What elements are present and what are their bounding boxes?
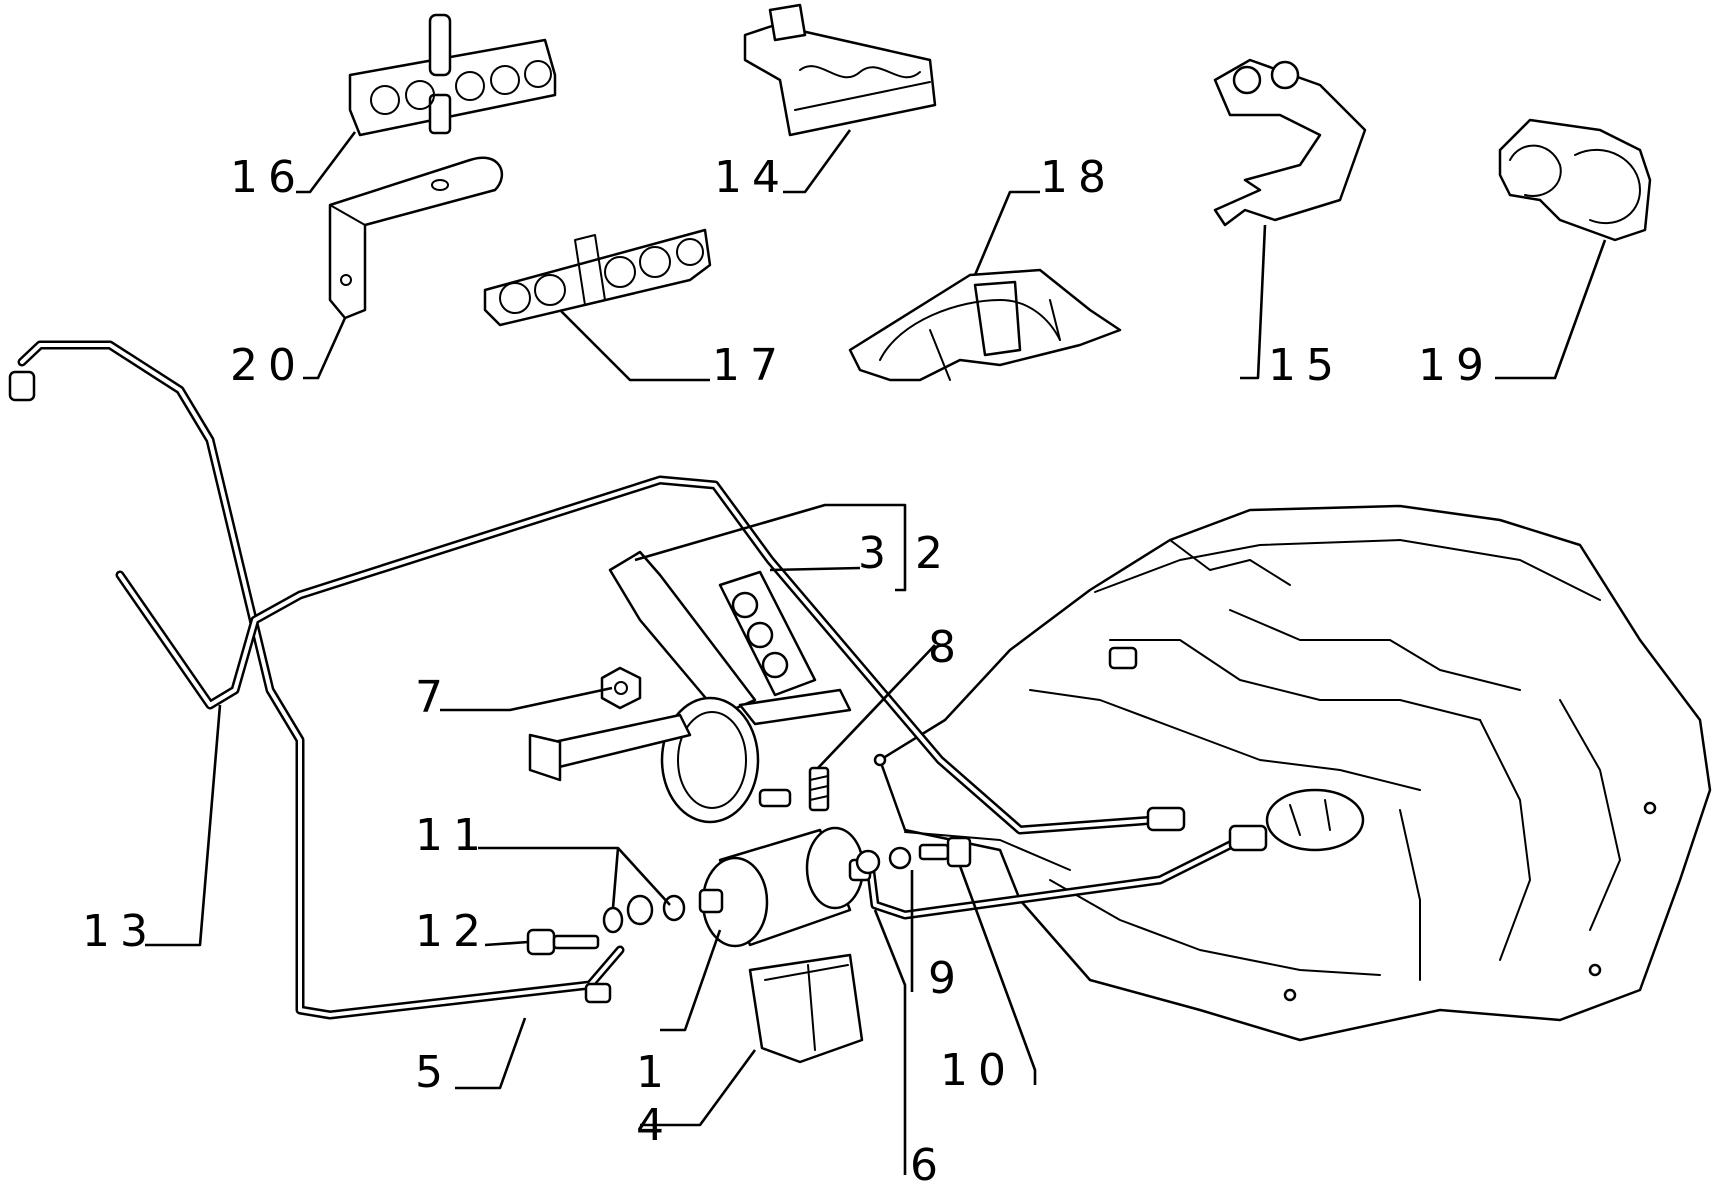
clip-14 bbox=[743, 3, 937, 137]
label-3: 3 bbox=[858, 528, 896, 579]
clip-16 bbox=[348, 13, 557, 137]
label-19: 19 bbox=[1418, 340, 1494, 391]
label-7: 7 bbox=[415, 672, 453, 723]
part-labels: 1 2 3 4 5 6 7 8 9 10 11 12 13 14 15 16 1… bbox=[82, 152, 1494, 1182]
label-17: 17 bbox=[712, 340, 788, 391]
clip-19 bbox=[1498, 118, 1652, 242]
washers-11 bbox=[602, 894, 686, 934]
fuel-pipes bbox=[8, 340, 1268, 1020]
label-16: 16 bbox=[230, 152, 306, 203]
label-1: 1 bbox=[636, 1047, 674, 1098]
screw-8 bbox=[808, 766, 830, 812]
label-20: 20 bbox=[230, 340, 306, 391]
label-4: 4 bbox=[636, 1100, 674, 1151]
label-10: 10 bbox=[940, 1045, 1016, 1096]
clip-18 bbox=[848, 268, 1122, 382]
label-9: 9 bbox=[928, 953, 966, 1004]
bracket-20 bbox=[328, 156, 504, 320]
leader-lines bbox=[145, 129, 1607, 1175]
label-18: 18 bbox=[1040, 152, 1116, 203]
banjo-bolt-12 bbox=[526, 928, 600, 956]
filter-sleeve bbox=[748, 953, 864, 1064]
clip-17 bbox=[483, 228, 712, 327]
filter-bracket bbox=[528, 550, 852, 824]
washers-9 bbox=[855, 846, 912, 875]
label-8: 8 bbox=[928, 622, 966, 673]
banjo-bolt-10 bbox=[918, 836, 972, 868]
fuel-tank bbox=[873, 504, 1712, 1042]
pipe-clip-3 bbox=[718, 570, 817, 697]
label-13: 13 bbox=[82, 906, 158, 957]
nut-7 bbox=[600, 666, 642, 710]
label-15: 15 bbox=[1268, 340, 1344, 391]
label-2: 2 bbox=[915, 528, 953, 579]
label-14: 14 bbox=[714, 152, 790, 203]
label-11: 11 bbox=[415, 810, 491, 861]
fuel-filter bbox=[698, 826, 872, 948]
label-6: 6 bbox=[910, 1140, 948, 1182]
label-5: 5 bbox=[415, 1047, 453, 1098]
clip-15 bbox=[1213, 58, 1367, 227]
label-12: 12 bbox=[415, 906, 491, 957]
